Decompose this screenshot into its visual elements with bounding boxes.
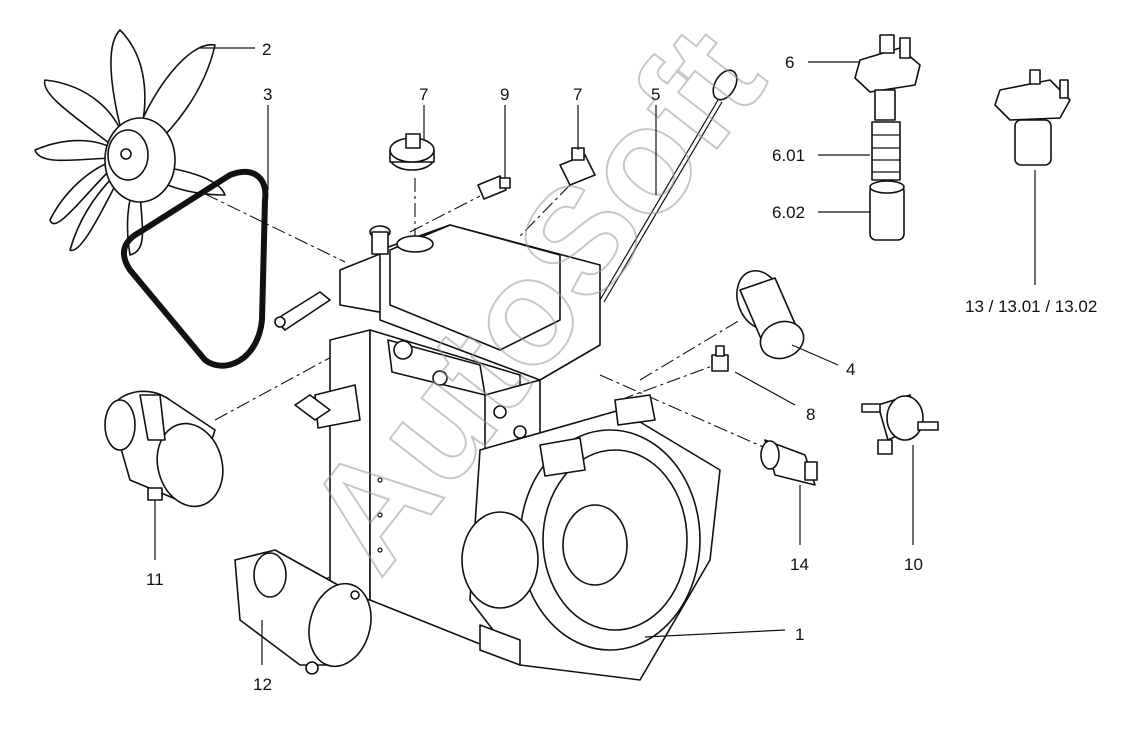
alternator — [104, 390, 224, 508]
callout-14: 14 — [790, 555, 809, 574]
callout-labels: 1 2 3 4 5 6 6.01 6.02 7 7 8 9 10 11 12 1… — [146, 40, 1097, 694]
leader-lines — [154, 47, 1036, 665]
callout-3: 3 — [263, 85, 272, 104]
starter-motor — [234, 549, 372, 675]
callout-6: 6 — [785, 53, 794, 72]
callout-6-02: 6.02 — [772, 203, 805, 222]
callout-7-left: 7 — [419, 85, 428, 104]
filter-element — [736, 270, 805, 360]
callout-1: 1 — [795, 625, 804, 644]
callout-11: 11 — [146, 570, 164, 589]
v-belt — [120, 168, 269, 369]
callout-13: 13 / 13.01 / 13.02 — [965, 297, 1097, 316]
fuel-filter-assembly — [854, 34, 921, 241]
callout-2: 2 — [262, 40, 271, 59]
callout-10: 10 — [904, 555, 923, 574]
callout-7-right: 7 — [573, 85, 582, 104]
callout-4: 4 — [846, 360, 855, 379]
temperature-sensor — [477, 175, 511, 200]
glow-plug-relay — [861, 394, 939, 455]
fuel-filter-complete — [994, 69, 1071, 166]
callout-6-01: 6.01 — [772, 146, 805, 165]
oil-dipstick — [599, 69, 738, 303]
callout-8: 8 — [806, 405, 815, 424]
oil-filler-cap — [389, 133, 435, 171]
oil-pressure-switch — [711, 345, 729, 372]
engine-block — [274, 224, 721, 681]
stop-solenoid — [760, 439, 818, 486]
cooling-fan — [34, 29, 226, 256]
callout-12: 12 — [253, 675, 272, 694]
callout-9: 9 — [500, 85, 509, 104]
callout-5: 5 — [651, 85, 660, 104]
